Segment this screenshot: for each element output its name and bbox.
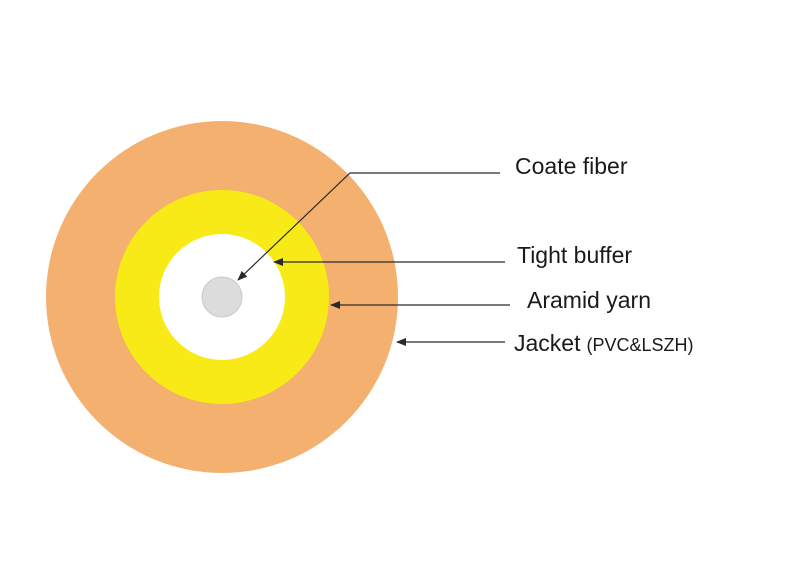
- jacket-material-text: (PVC&LSZH): [586, 335, 693, 355]
- coated-fiber-core: [201, 276, 243, 318]
- coated-fiber-label: Coate fiber: [515, 153, 628, 179]
- aramid-yarn-label: Aramid yarn: [527, 287, 651, 313]
- tight-buffer-label: Tight buffer: [517, 242, 632, 268]
- coated-fiber-leader-line: [237, 172, 500, 281]
- jacket-label: Jacket(PVC&LSZH): [514, 330, 694, 356]
- jacket-label-text: Jacket: [514, 330, 581, 356]
